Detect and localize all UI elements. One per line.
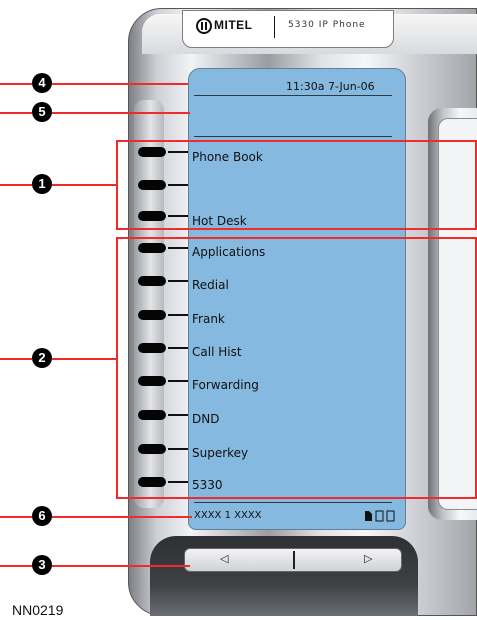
callout-1-left-line: [0, 184, 32, 186]
logo-divider: [274, 16, 275, 38]
callout-3-right-line: [52, 565, 190, 567]
callout-1-right-line: [52, 184, 118, 186]
softkey-2[interactable]: [138, 180, 166, 190]
softkey-5[interactable]: [138, 276, 166, 286]
callout-5-left-line: [0, 112, 32, 114]
softkey-6-tick: [168, 314, 188, 316]
softkey-8-tick: [168, 380, 188, 382]
right-arrow-key[interactable]: ▷: [364, 552, 373, 565]
callout-6-right-line: [52, 516, 192, 518]
left-arrow-key[interactable]: ◁: [220, 552, 229, 565]
softkey-1-tick: [168, 151, 188, 153]
callout-2-bracket: [116, 237, 477, 499]
callout-5-right-line: [52, 112, 190, 114]
softkey-10-tick: [168, 448, 188, 450]
softkey-label-forwarding: Forwarding: [192, 378, 259, 392]
softkey-label-redial: Redial: [192, 278, 229, 292]
callout-badge-5: 5: [32, 102, 52, 122]
softkey-4-tick: [168, 247, 188, 249]
callout-6-left-line: [0, 516, 32, 518]
softkey-2-tick: [168, 184, 188, 186]
status-bar-text: XXXX 1 XXXX: [194, 510, 262, 521]
softkey-4[interactable]: [138, 243, 166, 253]
softkey-9[interactable]: [138, 410, 166, 420]
softkey-5-tick: [168, 280, 188, 282]
softkey-3[interactable]: [138, 211, 166, 221]
status-divider: [194, 502, 392, 503]
softkey-3-tick: [168, 215, 188, 217]
brand-name: MITEL: [214, 18, 253, 32]
left-key-rail: [134, 100, 164, 508]
navigation-key-divider: [293, 551, 295, 569]
softkey-7[interactable]: [138, 343, 166, 353]
softkey-label-frank: Frank: [192, 312, 225, 326]
softkey-label-superkey: Superkey: [192, 446, 249, 460]
softkey-1[interactable]: [138, 147, 166, 157]
softkey-6[interactable]: [138, 310, 166, 320]
callout-badge-2: 2: [32, 348, 52, 368]
callout-1-bracket: [116, 140, 477, 230]
softkey-label-applications: Applications: [192, 245, 266, 259]
header-divider: [194, 95, 392, 96]
time-date: 11:30a 7-Jun-06: [286, 80, 375, 93]
softkey-label-phone-book: Phone Book: [192, 150, 263, 164]
model-name: 5330 IP Phone: [288, 20, 366, 30]
right-side-panel-inner: [438, 118, 477, 510]
softkey-11-tick: [168, 481, 188, 483]
callout-4-left-line: [0, 83, 32, 85]
callout-2-left-line: [0, 358, 32, 360]
callout-2-right-line: [52, 358, 118, 360]
softkey-label-hot-desk: Hot Desk: [192, 214, 247, 228]
logo-plate: [182, 10, 394, 48]
callout-badge-6: 6: [32, 506, 52, 526]
softkey-9-tick: [168, 414, 188, 416]
callout-badge-3: 3: [32, 555, 52, 575]
softkey-label-call-hist: Call Hist: [192, 345, 242, 359]
display-screen: [188, 68, 406, 530]
callout-badge-1: 1: [32, 174, 52, 194]
softkey-8[interactable]: [138, 376, 166, 386]
softkey-7-tick: [168, 347, 188, 349]
callout-4-right-line: [52, 83, 188, 85]
softkey-label-dnd: DND: [192, 412, 220, 426]
softkey-label-5330: 5330: [192, 478, 223, 492]
section-divider: [194, 136, 392, 137]
softkey-10[interactable]: [138, 444, 166, 454]
softkey-11[interactable]: [138, 477, 166, 487]
status-icons-icon: [365, 510, 395, 522]
callout-3-left-line: [0, 565, 32, 567]
figure-id: NN0219: [12, 602, 64, 618]
mitel-logo-icon: [196, 18, 212, 34]
callout-badge-4: 4: [32, 73, 52, 93]
